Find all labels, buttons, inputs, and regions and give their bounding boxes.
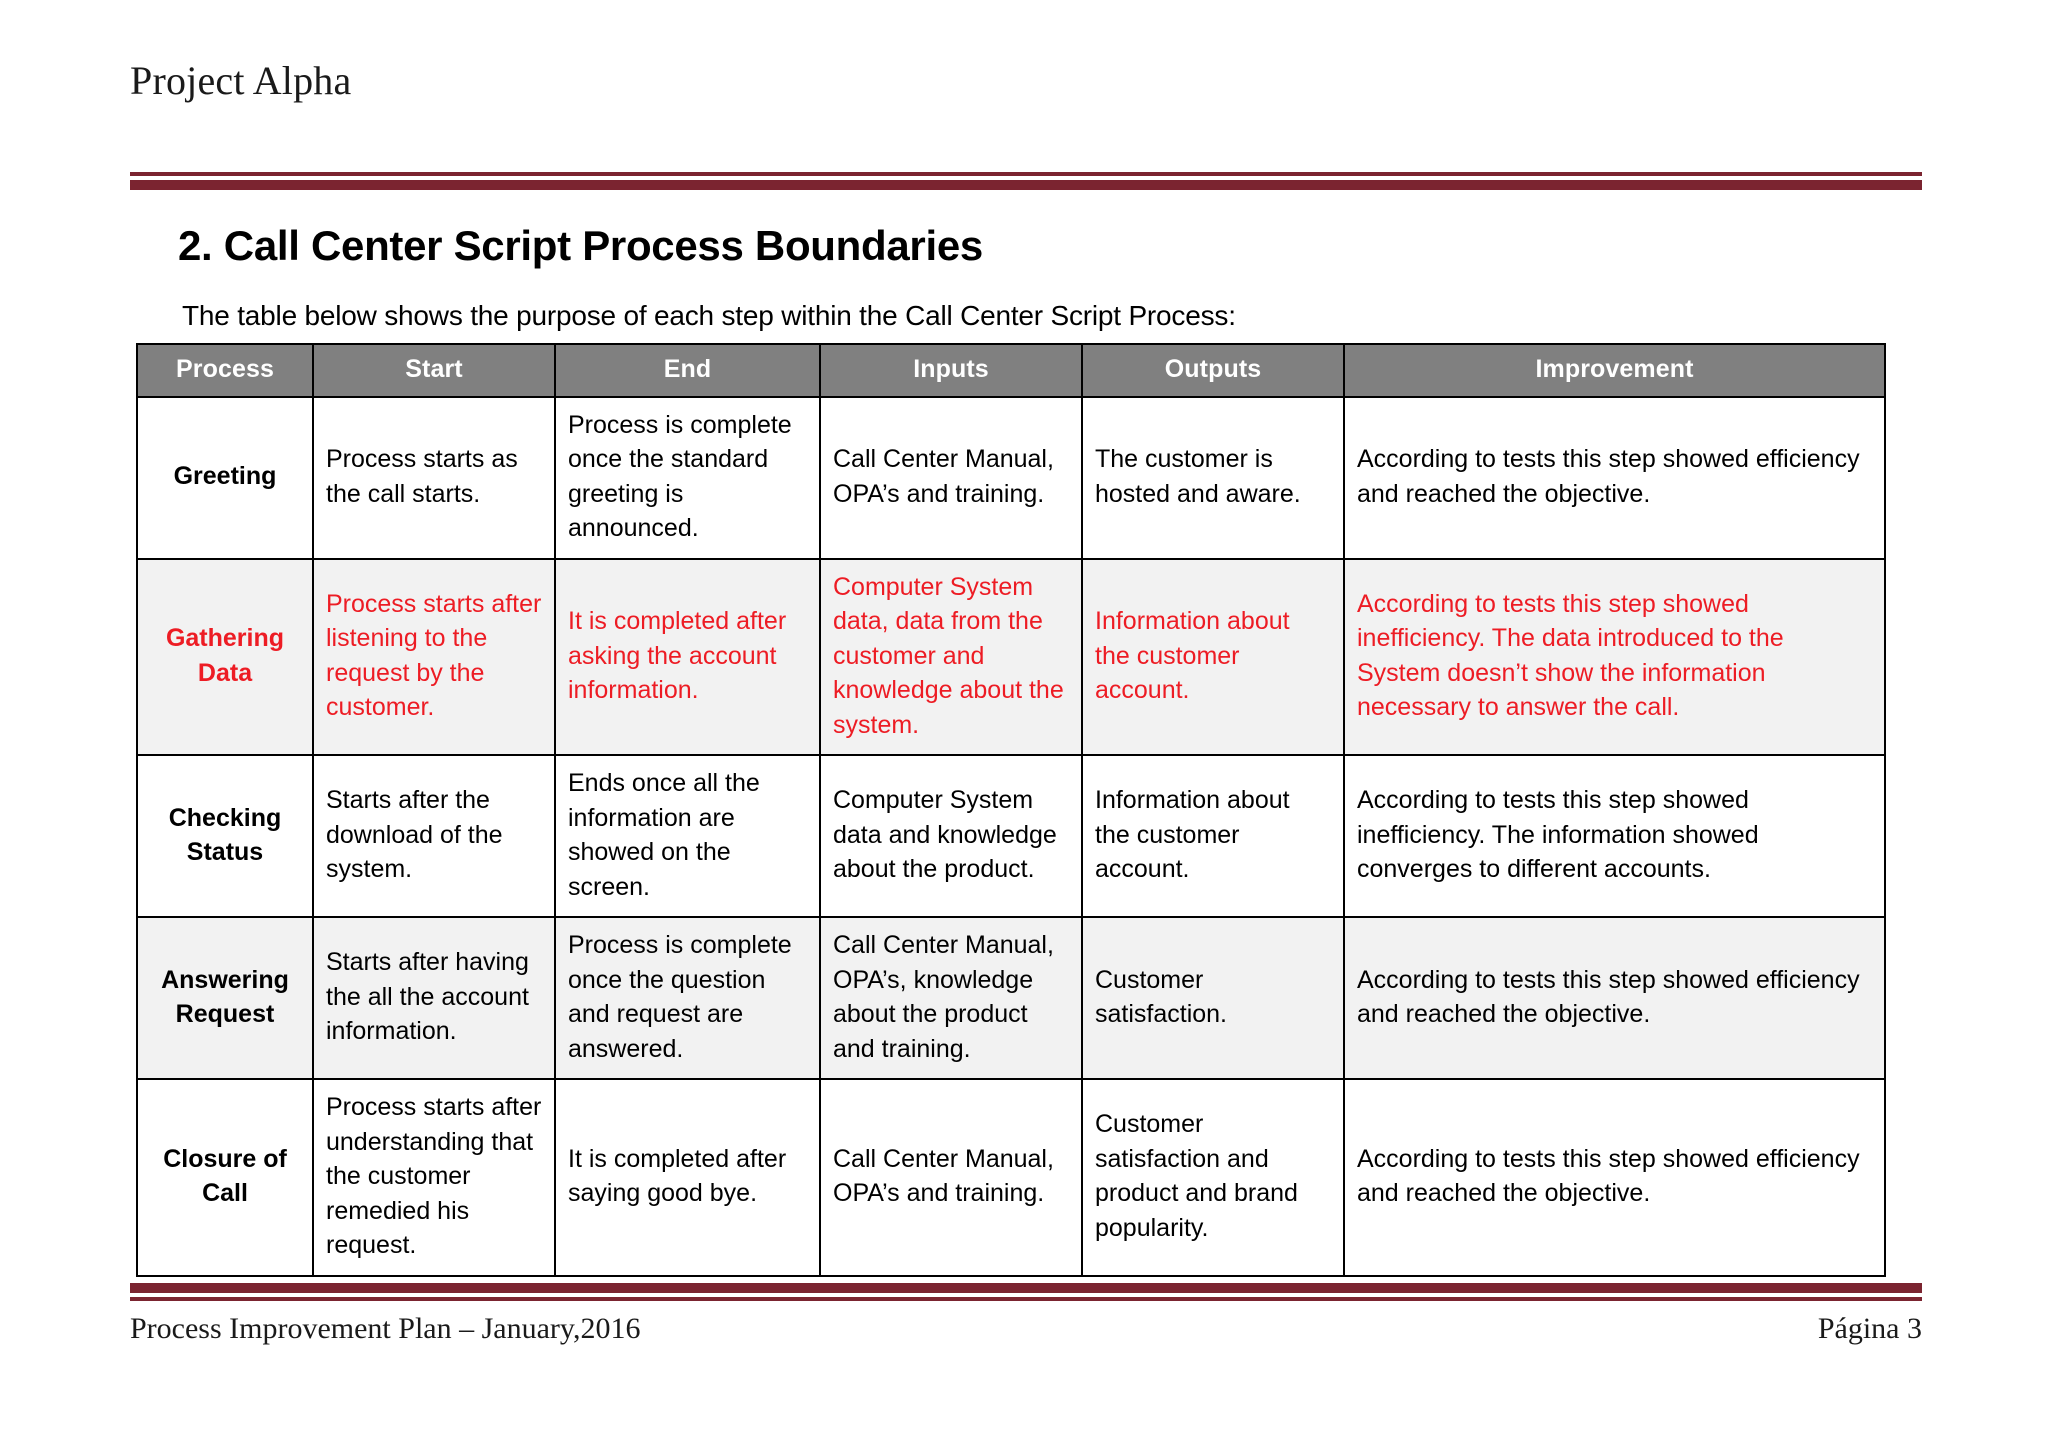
document-header: Project Alpha xyxy=(130,58,1920,104)
cell-end: Process is complete once the question an… xyxy=(554,916,821,1080)
table-header: Process Start End Inputs Outputs Improve… xyxy=(136,343,1886,398)
table-row: Gathering Data Process starts after list… xyxy=(136,557,1886,756)
column-header-improvement: Improvement xyxy=(1343,343,1886,398)
footer-document-label: Process Improvement Plan – January,2016 xyxy=(130,1312,641,1345)
cell-end: It is completed after asking the account… xyxy=(554,557,821,756)
cell-outputs: Information about the customer account. xyxy=(1081,557,1345,756)
cell-outputs: Customer satisfaction and product and br… xyxy=(1081,1078,1345,1277)
cell-outputs: The customer is hosted and aware. xyxy=(1081,395,1345,560)
cell-outputs: Customer satisfaction. xyxy=(1081,916,1345,1080)
cell-inputs: Call Center Manual, OPA’s and training. xyxy=(819,395,1083,560)
column-header-start: Start xyxy=(312,343,556,398)
cell-outputs: Information about the customer account. xyxy=(1081,754,1345,918)
cell-start: Process starts after understanding that … xyxy=(312,1078,556,1277)
process-boundaries-table-container: Process Start End Inputs Outputs Improve… xyxy=(136,343,1886,1277)
table-header-row: Process Start End Inputs Outputs Improve… xyxy=(136,343,1886,398)
footer-rule-gap xyxy=(130,1293,1922,1297)
header-rule-gap xyxy=(130,176,1922,180)
cell-end: Process is complete once the standard gr… xyxy=(554,395,821,560)
cell-process: Gathering Data xyxy=(136,557,314,756)
column-header-inputs: Inputs xyxy=(819,343,1083,398)
cell-process: Greeting xyxy=(136,395,314,560)
intro-paragraph: The table below shows the purpose of eac… xyxy=(182,300,1236,331)
document-title: Project Alpha xyxy=(130,58,352,103)
document-footer: Process Improvement Plan – January,2016 … xyxy=(130,1312,1922,1346)
footer-divider-rule xyxy=(130,1283,1922,1301)
table-body: Greeting Process starts as the call star… xyxy=(136,395,1886,1277)
cell-improvement: According to tests this step showed effi… xyxy=(1343,1078,1886,1277)
column-header-end: End xyxy=(554,343,821,398)
header-rule-thin-line xyxy=(130,172,1922,176)
cell-end: Ends once all the information are showed… xyxy=(554,754,821,918)
cell-inputs: Computer System data and knowledge about… xyxy=(819,754,1083,918)
cell-end: It is completed after saying good bye. xyxy=(554,1078,821,1277)
process-boundaries-table: Process Start End Inputs Outputs Improve… xyxy=(136,343,1886,1277)
column-header-process: Process xyxy=(136,343,314,398)
header-divider-rule xyxy=(130,172,1922,190)
table-row: Answering Request Starts after having th… xyxy=(136,916,1886,1080)
cell-inputs: Computer System data, data from the cust… xyxy=(819,557,1083,756)
footer-page-number: Página 3 xyxy=(1817,1312,1922,1345)
table-row: Closure of Call Process starts after und… xyxy=(136,1078,1886,1277)
cell-inputs: Call Center Manual, OPA’s, knowledge abo… xyxy=(819,916,1083,1080)
column-header-outputs: Outputs xyxy=(1081,343,1345,398)
cell-inputs: Call Center Manual, OPA’s and training. xyxy=(819,1078,1083,1277)
footer-rule-thick-line xyxy=(130,1283,1922,1293)
cell-start: Process starts after listening to the re… xyxy=(312,557,556,756)
cell-start: Process starts as the call starts. xyxy=(312,395,556,560)
cell-improvement: According to tests this step showed effi… xyxy=(1343,395,1886,560)
cell-improvement: According to tests this step showed inef… xyxy=(1343,754,1886,918)
table-row: Checking Status Starts after the downloa… xyxy=(136,754,1886,918)
cell-process: Answering Request xyxy=(136,916,314,1080)
cell-improvement: According to tests this step showed effi… xyxy=(1343,916,1886,1080)
cell-improvement: According to tests this step showed inef… xyxy=(1343,557,1886,756)
cell-start: Starts after the download of the system. xyxy=(312,754,556,918)
section-heading: 2. Call Center Script Process Boundaries xyxy=(178,222,983,269)
footer-rule-thin-line xyxy=(130,1297,1922,1301)
header-rule-thick-line xyxy=(130,180,1922,190)
table-row: Greeting Process starts as the call star… xyxy=(136,395,1886,560)
cell-process: Closure of Call xyxy=(136,1078,314,1277)
cell-process: Checking Status xyxy=(136,754,314,918)
cell-start: Starts after having the all the account … xyxy=(312,916,556,1080)
